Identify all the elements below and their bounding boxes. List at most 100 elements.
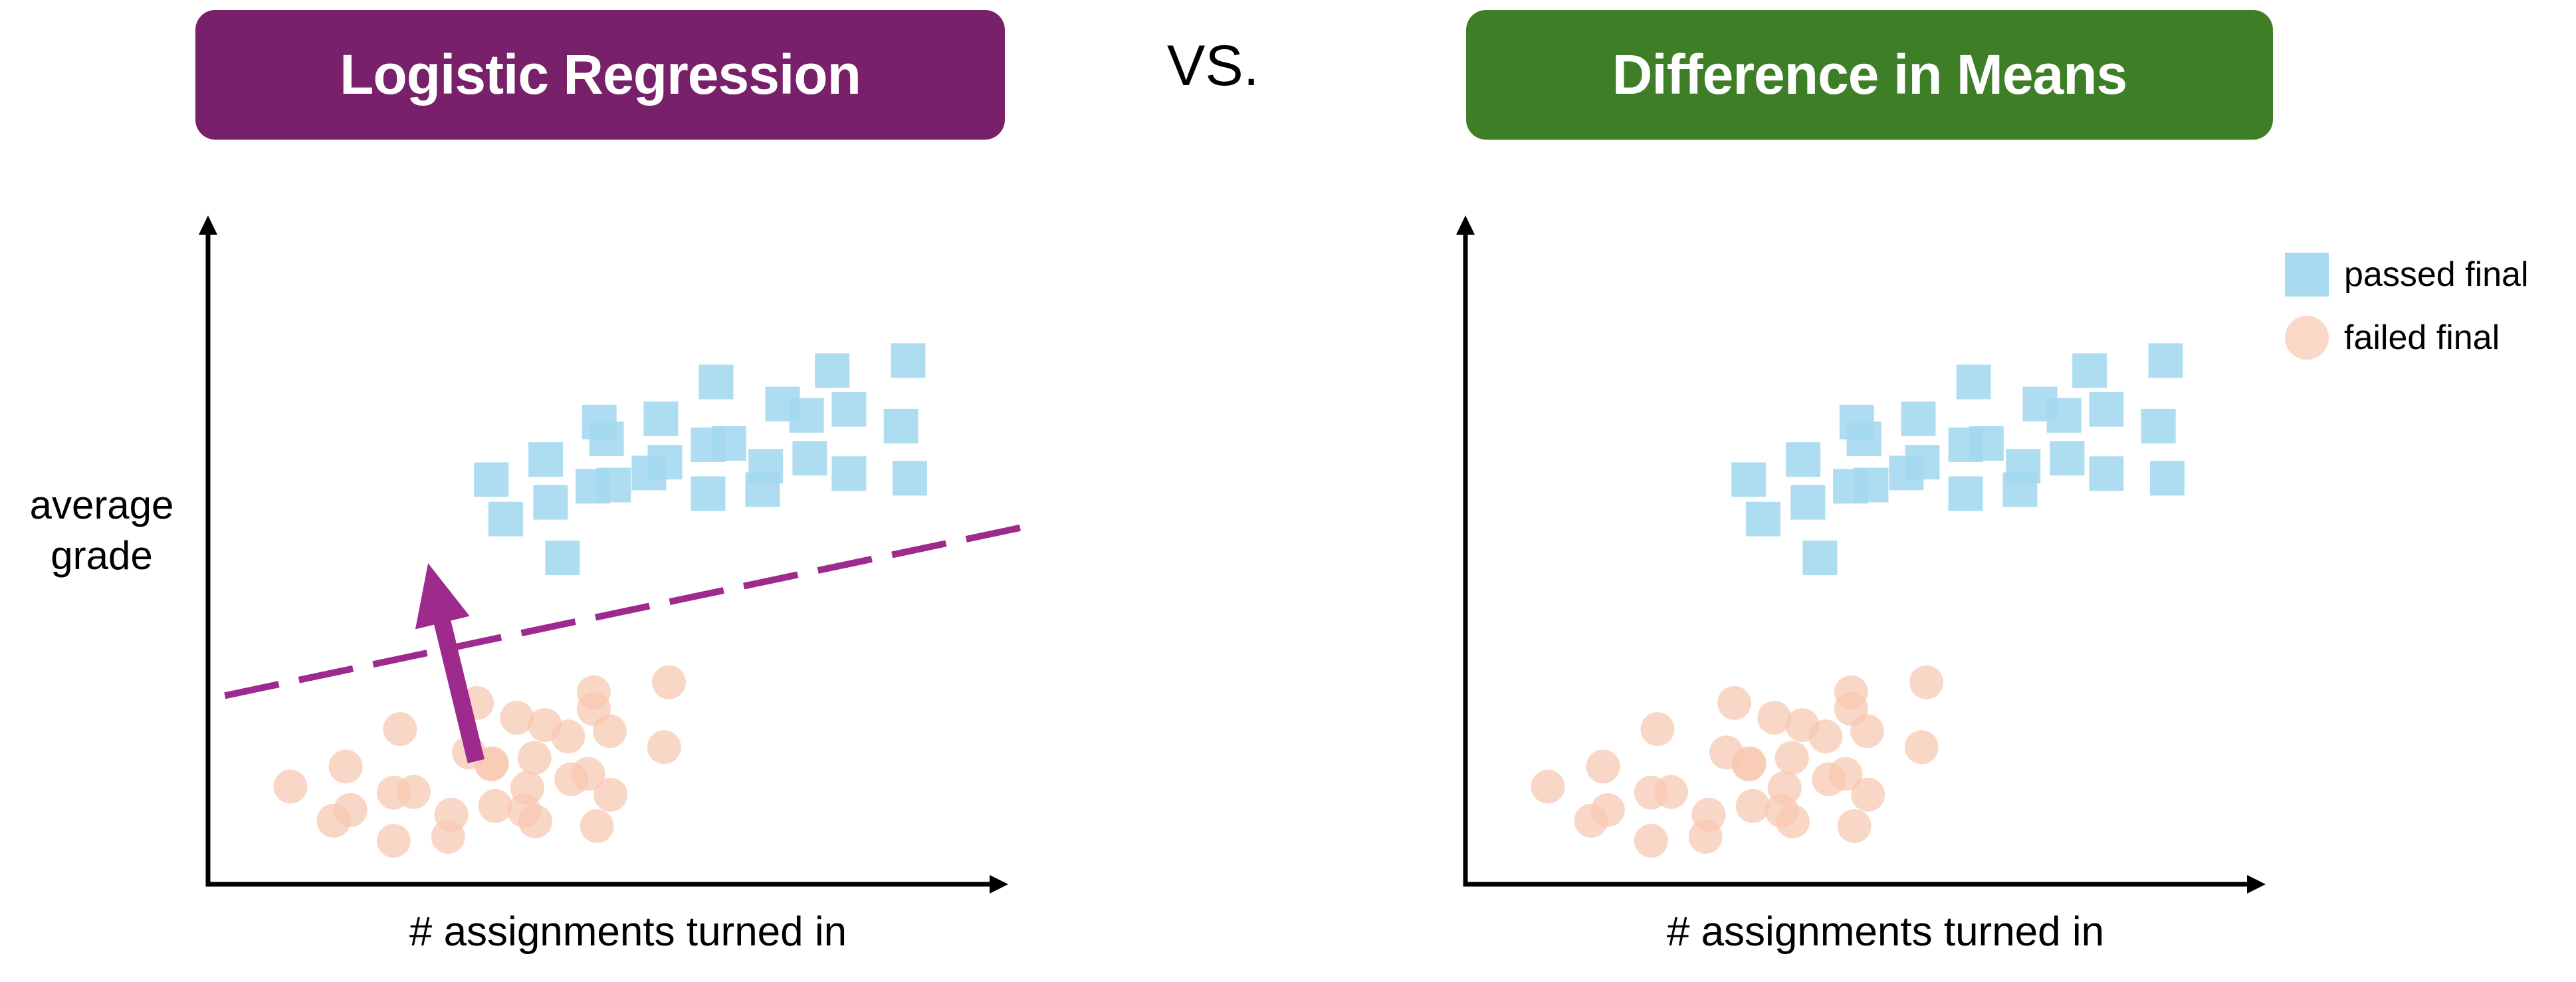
direction-arrow-icon	[415, 563, 484, 763]
logistic-regression-title: Logistic Regression	[340, 43, 861, 106]
failed-final-point	[475, 746, 509, 781]
failed-final-point	[1808, 719, 1843, 754]
passed-final-point	[528, 442, 564, 477]
difference-in-means-title: Difference in Means	[1612, 43, 2128, 106]
passed-final-series	[1731, 343, 2185, 576]
passed-final-point	[1802, 541, 1838, 576]
passed-final-point	[2141, 408, 2176, 443]
passed-final-point	[698, 364, 734, 400]
passed-final-point	[1846, 422, 1881, 457]
failed-final-point	[1688, 820, 1723, 854]
passed-final-point	[1786, 442, 1821, 477]
passed-final-point	[711, 426, 746, 461]
passed-final-point	[2050, 441, 2085, 476]
passed-final-point	[1745, 501, 1780, 537]
passed-final-point	[647, 445, 683, 480]
failed-final-point	[1735, 789, 1770, 823]
failed-final-point	[328, 749, 363, 784]
failed-final-point	[1851, 777, 1885, 812]
failed-final-series	[273, 665, 687, 858]
failed-final-point	[647, 730, 681, 765]
annotations	[224, 523, 1024, 763]
square-marker-icon	[2285, 253, 2329, 297]
passed-final-point	[2046, 398, 2082, 433]
failed-final-point	[1909, 665, 1944, 699]
failed-final-point	[1640, 712, 1675, 747]
failed-final-point	[376, 824, 411, 858]
failed-final-point	[571, 757, 605, 791]
failed-final-point	[652, 665, 687, 699]
passed-final-point	[1901, 401, 1936, 436]
passed-final-point	[2149, 461, 2185, 496]
failed-final-point	[396, 775, 431, 809]
passed-final-point	[745, 472, 780, 507]
failed-final-point	[1904, 730, 1939, 765]
passed-final-point	[1905, 445, 1940, 480]
y-axis-arrow-icon	[199, 215, 217, 235]
failed-final-point	[551, 719, 586, 754]
passed-final-point	[815, 353, 850, 388]
axes	[1456, 215, 2266, 894]
x-axis-arrow-icon	[990, 875, 1008, 894]
failed-final-point	[1654, 775, 1688, 809]
failed-final-point	[1732, 746, 1767, 781]
failed-final-point	[517, 741, 552, 775]
difference-in-means-chart: # assignments turned in	[1456, 215, 2266, 955]
y-axis-arrow-icon	[1456, 215, 1475, 235]
passed-final-point	[533, 485, 568, 520]
passed-final-point	[1969, 426, 2004, 461]
failed-final-point	[1775, 804, 1810, 838]
y-axis-label-line: average	[30, 483, 174, 527]
passed-final-point	[792, 441, 827, 476]
failed-final-series	[1531, 665, 1944, 858]
passed-final-point	[831, 456, 867, 491]
x-axis-arrow-icon	[2247, 875, 2266, 894]
passed-final-point	[891, 343, 926, 378]
failed-final-point	[333, 793, 368, 827]
passed-final-point	[691, 476, 726, 511]
passed-final-point	[1790, 485, 1826, 520]
decision-boundary-line	[224, 523, 1024, 699]
failed-final-point	[1634, 824, 1668, 858]
failed-final-point	[593, 777, 628, 812]
passed-final-point	[2148, 343, 2183, 378]
axes	[199, 215, 1008, 894]
x-axis-label: # assignments turned in	[1667, 909, 2104, 955]
failed-final-point	[383, 712, 417, 747]
legend-label: passed final	[2344, 255, 2529, 294]
failed-final-point	[1828, 757, 1863, 791]
passed-final-point	[892, 461, 927, 496]
passed-final-point	[789, 398, 824, 433]
passed-final-point	[474, 462, 509, 497]
difference-in-means-title-box: Difference in Means	[1466, 10, 2273, 140]
failed-final-point	[1717, 685, 1752, 720]
passed-final-point	[1948, 476, 1983, 511]
failed-final-point	[1837, 808, 1872, 843]
passed-final-point	[2072, 353, 2107, 388]
passed-final-point	[2089, 456, 2124, 491]
failed-final-point	[1590, 793, 1625, 827]
passed-final-point	[2002, 472, 2038, 507]
passed-final-point	[643, 401, 679, 436]
failed-final-point	[1757, 701, 1792, 735]
vs-label: VS.	[1167, 34, 1259, 98]
passed-final-point	[883, 408, 918, 443]
x-axis-label: # assignments turned in	[409, 909, 847, 955]
logistic-regression-title-box: Logistic Regression	[195, 10, 1005, 140]
passed-final-point	[545, 541, 580, 576]
failed-final-point	[1586, 749, 1620, 784]
failed-final-point	[518, 804, 552, 838]
failed-final-point	[1774, 741, 1809, 775]
passed-final-point	[589, 422, 624, 457]
passed-final-point	[488, 501, 523, 537]
passed-final-point	[1854, 467, 1889, 503]
failed-final-point	[1850, 714, 1884, 749]
passed-final-series	[474, 343, 927, 576]
passed-final-point	[596, 467, 631, 503]
legend-item-passed-final: passed final	[2285, 253, 2529, 297]
legend-label: failed final	[2344, 318, 2500, 357]
failed-final-point	[580, 808, 614, 843]
